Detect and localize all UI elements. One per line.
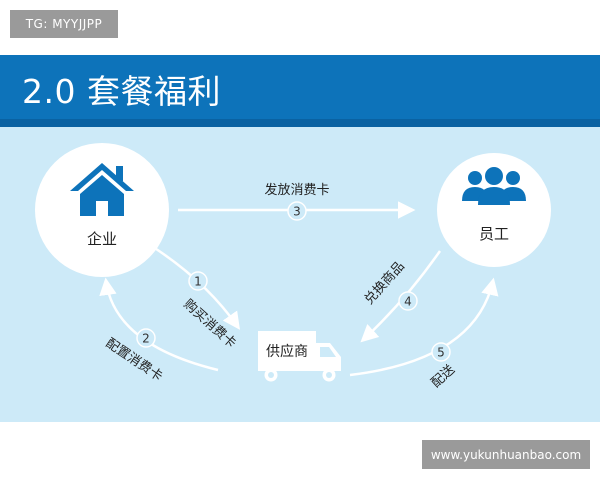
people-icon [462, 167, 526, 205]
enterprise-label: 企业 [87, 230, 117, 248]
employee-label: 员工 [479, 225, 509, 243]
step-4-badge: 4 [398, 291, 418, 311]
step-1-number: 1 [194, 275, 202, 289]
flow-label-1: 购买消费卡 [180, 296, 239, 351]
employee-node: 员工 [437, 153, 551, 267]
header-bar: 2.0 套餐福利 [0, 55, 600, 127]
flow-diagram: 3 1 2 4 5 发放消费卡 购买消费卡 配置消费卡 兑换商品 配送 [35, 143, 551, 391]
step-5-number: 5 [437, 346, 445, 360]
flow-label-3: 发放消费卡 [264, 182, 329, 198]
truck-icon [258, 331, 341, 382]
top-badge: TG: MYYJJPP [10, 10, 118, 38]
diagram-panel: 2.0 套餐福利 3 1 [0, 55, 600, 422]
step-2-number: 2 [142, 332, 150, 346]
step-1-badge: 1 [188, 271, 208, 291]
enterprise-node: 企业 [35, 143, 169, 277]
step-5-badge: 5 [431, 342, 451, 362]
step-2-badge: 2 [136, 328, 156, 348]
flow-label-5: 配送 [429, 362, 458, 391]
arrow-5 [349, 277, 499, 377]
flow-label-2: 配置消费卡 [103, 336, 165, 385]
supplier-label: 供应商 [266, 343, 308, 360]
step-3-number: 3 [293, 205, 301, 219]
page-title: 2.0 套餐福利 [22, 72, 221, 111]
step-4-number: 4 [404, 295, 412, 309]
watermark: www.yukunhuanbao.com [422, 440, 590, 469]
supplier-node: 供应商 [258, 331, 341, 382]
house-icon [70, 163, 134, 216]
step-3-badge: 3 [287, 201, 307, 221]
